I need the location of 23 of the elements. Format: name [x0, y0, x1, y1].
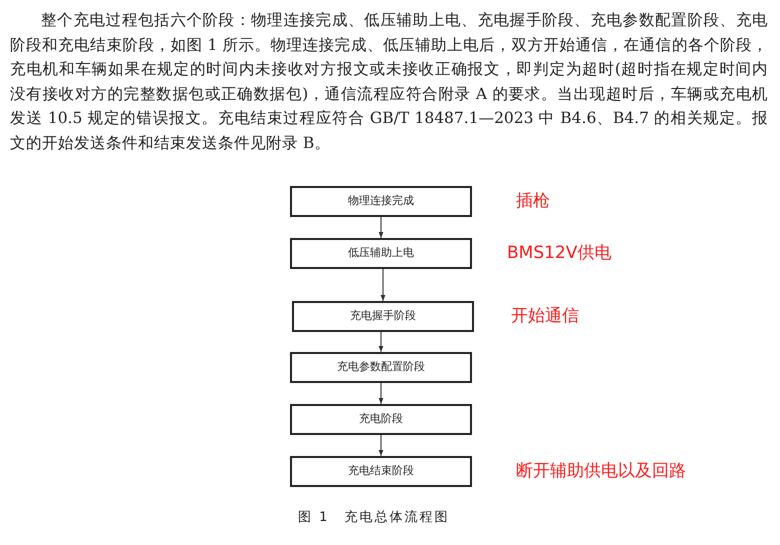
process-box — [290, 186, 472, 217]
arrow — [380, 268, 386, 302]
process-box — [290, 238, 472, 269]
arrow — [378, 434, 384, 456]
step-label: 低压辅助上电 — [348, 245, 414, 262]
process-box — [290, 456, 472, 487]
arrow — [378, 332, 384, 352]
arrow — [378, 216, 384, 238]
step-label: 充电阶段 — [359, 411, 403, 428]
arrow — [378, 382, 384, 404]
process-box — [292, 301, 474, 332]
process-box — [290, 404, 472, 435]
figure-caption: 图 1 充电总体流程图 — [298, 509, 450, 527]
step-label: 充电结束阶段 — [348, 463, 414, 480]
annotation-text: 插枪 — [516, 190, 550, 210]
annotation-text: BMS12V供电 — [507, 242, 612, 262]
step-label: 充电握手阶段 — [350, 308, 416, 324]
annotation-text: 断开辅助供电以及回路 — [516, 460, 686, 480]
body-paragraph: 整个充电过程包括六个阶段：物理连接完成、低压辅助上电、充电握手阶段、充电参数配置阶段、充电阶段和充电结束阶段，如图 1 所示。物理连接完成、低压辅助上电后，双方开始通信，在通信的各个阶段，充电机和车辆如果在规定的时间内未接收对方报文或未接收正确报文，即判定为超时(超时指在规定时间内没有接收对方的完整数据包或正确数据包)，通信流程应符合附录 A 的要求。当出现超时后，车辆或充电机发送 10.5 规定的错误报文。充电结束过程应符合 GB/T 18487.1—2023 中 B4.6、B4.7 的相关规定。报文的开始发送条件和结束发送条件见附录 B。 — [10, 10, 768, 154]
annotation-text: 开始通信 — [511, 306, 579, 326]
step-label: 物理连接完成 — [348, 193, 414, 210]
step-label: 充电参数配置阶段 — [337, 359, 425, 376]
process-box — [290, 352, 472, 383]
